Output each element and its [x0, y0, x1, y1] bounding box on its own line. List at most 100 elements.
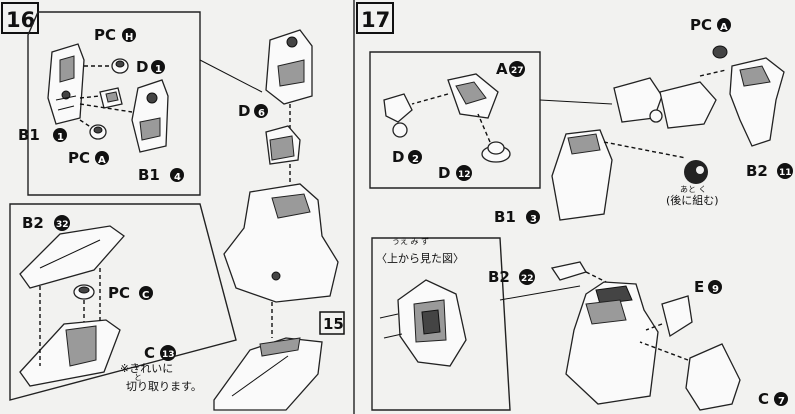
circled-h: H: [122, 28, 136, 43]
circled-27: 27: [509, 61, 525, 77]
part-d-12: [481, 141, 511, 163]
svg-text:27: 27: [511, 66, 524, 76]
part-b2-32-cover: [19, 225, 125, 289]
step-17-sub-panel: [369, 51, 541, 189]
label-b1-4: B1: [138, 166, 160, 184]
circled-2: 2: [408, 150, 422, 165]
part-d-6: [265, 125, 301, 165]
label-b2-32: B2: [22, 214, 44, 232]
svg-text:2: 2: [412, 154, 419, 165]
circled-11: 11: [777, 163, 793, 179]
label-d6: D: [238, 102, 250, 120]
step-17-badge: 17: [356, 2, 394, 34]
part-pc-a-right: [712, 45, 728, 59]
part-d-2: [383, 93, 413, 138]
svg-text:1: 1: [57, 132, 64, 143]
svg-text:11: 11: [779, 168, 792, 178]
step-17-number: 17: [361, 8, 390, 32]
arm-assembly-top: [265, 29, 313, 105]
shoulder-base-part: [213, 337, 323, 411]
label-b2-22: B2: [488, 268, 510, 286]
svg-text:12: 12: [458, 170, 471, 180]
rear-note: (後に組む): [666, 193, 719, 207]
svg-text:32: 32: [56, 220, 69, 230]
top-view-drawing: [379, 279, 467, 367]
rear-note-ruby: あと く: [680, 185, 707, 194]
label-e9: E: [694, 278, 704, 296]
label-d2: D: [392, 148, 404, 166]
label-b1-3: B1: [494, 208, 516, 226]
part-pc-a-left: [89, 124, 107, 140]
circled-a-left: A: [95, 151, 109, 166]
part-pc-h: [111, 58, 129, 74]
part-e-9: [661, 295, 693, 338]
note-line-1: ※きれいに: [120, 362, 173, 375]
label-d1: D: [136, 58, 148, 76]
part-a-27: [447, 73, 499, 119]
top-view-label: 〈上から見た図〉: [376, 252, 464, 265]
rear-assembly-marker: [684, 160, 708, 184]
part-c-7: [685, 343, 741, 411]
sub-panel-callout: [539, 99, 613, 105]
part-b1-1-arm-half: [47, 43, 85, 125]
circled-4: 4: [170, 168, 184, 183]
svg-text:4: 4: [174, 172, 181, 183]
label-pc-a-left: PC: [68, 149, 90, 167]
arrow-pc-a-right: [699, 69, 727, 77]
arrow-e9: [645, 323, 663, 331]
label-c7: C: [758, 390, 769, 408]
circled-3: 3: [526, 210, 540, 225]
arrow-d12: [477, 113, 491, 143]
circled-7: 7: [774, 392, 788, 407]
label-pc-h: PC: [94, 26, 116, 44]
arrow-d1: [79, 95, 133, 113]
svg-text:A: A: [720, 22, 728, 33]
top-view-callout: [499, 285, 581, 301]
arrow-c7: [639, 341, 689, 361]
arrow-cover-down: [39, 268, 101, 366]
svg-text:H: H: [125, 32, 133, 43]
label-d12: D: [438, 164, 450, 182]
label-pc-c: PC: [108, 284, 130, 302]
svg-text:A: A: [98, 155, 106, 166]
svg-text:1: 1: [155, 64, 162, 75]
circled-9: 9: [708, 280, 722, 295]
shoulder-armor-main: [565, 281, 659, 405]
label-c13: C: [144, 344, 155, 362]
svg-text:7: 7: [778, 396, 785, 407]
top-view-ruby: うえ み ず: [392, 236, 429, 246]
label-b2-11: B2: [746, 162, 768, 180]
circled-a-right: A: [717, 18, 731, 33]
part-c-13-base: [19, 319, 121, 387]
svg-text:15: 15: [323, 315, 344, 333]
circled-13: 13: [160, 345, 176, 361]
arrow-a27-to-d2: [411, 93, 449, 105]
part-b2-11: [729, 57, 785, 147]
svg-text:6: 6: [258, 108, 265, 119]
svg-text:C: C: [142, 290, 149, 301]
step-16-arm-panel: [27, 11, 201, 196]
part-d-1: [99, 87, 123, 109]
label-b1-1: B1: [18, 126, 40, 144]
part-b1-3-armor: [551, 129, 613, 221]
circled-32: 32: [54, 215, 70, 231]
svg-text:9: 9: [712, 284, 719, 295]
note-ruby: と: [134, 373, 142, 382]
step-16-badge: 16: [1, 2, 39, 34]
svg-text:3: 3: [530, 214, 537, 225]
label-a27: A: [496, 60, 508, 78]
svg-text:22: 22: [521, 274, 534, 284]
circled-c: C: [139, 286, 153, 301]
svg-text:13: 13: [162, 350, 175, 360]
step-15-ref-badge: 15: [319, 311, 345, 335]
arrow-pc-a-left: [79, 119, 93, 129]
circled-1-d: 1: [151, 60, 165, 75]
shoulder-armor-15: [223, 183, 339, 303]
step-17-top-view-panel: [371, 237, 511, 411]
arm-parts-upper: [613, 77, 717, 129]
circled-6: 6: [254, 104, 268, 119]
circled-12: 12: [456, 165, 472, 181]
circled-22: 22: [519, 269, 535, 285]
